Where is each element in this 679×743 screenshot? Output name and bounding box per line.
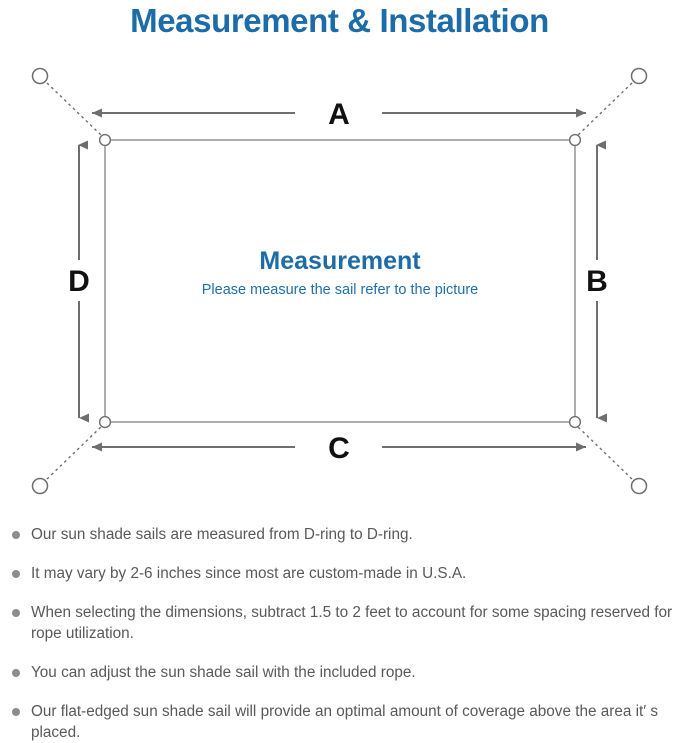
rope-line-bottom-right xyxy=(576,425,633,480)
note-text: Our sun shade sails are measured from D-… xyxy=(31,526,413,543)
anchor-point-bottom-right xyxy=(630,477,648,495)
dimension-line-b: B xyxy=(586,140,608,423)
note-text: It may vary by 2-6 inches since most are… xyxy=(31,565,467,582)
diagram-center-subtitle: Please measure the sail refer to the pic… xyxy=(202,282,478,298)
rope-lines xyxy=(46,82,633,480)
list-item: Our sun shade sails are measured from D-… xyxy=(0,524,679,545)
diagram-center-title: Measurement xyxy=(259,247,421,275)
note-text: When selecting the dimensions, subtract … xyxy=(31,604,673,642)
rope-line-bottom-left xyxy=(46,425,103,480)
anchor-point-bottom-left xyxy=(31,477,49,495)
list-item: It may vary by 2-6 inches since most are… xyxy=(0,563,679,584)
dimension-line-a: A xyxy=(92,98,586,131)
bullet-icon xyxy=(12,531,20,539)
list-item: When selecting the dimensions, subtract … xyxy=(0,602,679,644)
note-text: You can adjust the sun shade sail with t… xyxy=(31,664,416,681)
rope-line-top-left xyxy=(46,82,103,137)
d-ring-bottom-right xyxy=(568,415,582,429)
bullet-icon xyxy=(12,669,20,677)
page-title: Measurement & Installation xyxy=(130,2,549,39)
bullet-icon xyxy=(12,570,20,578)
sail-rectangle xyxy=(104,139,576,423)
dimension-label-b: B xyxy=(586,265,608,298)
anchor-point-top-right xyxy=(630,67,648,85)
measurement-diagram: A C D B Measurement Please measure the s… xyxy=(0,48,679,516)
dimension-label-d: D xyxy=(68,265,90,298)
note-text: Our flat-edged sun shade sail will provi… xyxy=(31,703,659,741)
dimension-line-d: D xyxy=(68,140,90,423)
d-ring-top-left xyxy=(98,133,112,147)
dimension-line-c: C xyxy=(92,432,586,465)
anchor-points xyxy=(31,67,648,495)
anchor-point-top-left xyxy=(31,67,49,85)
bullet-icon xyxy=(12,609,20,617)
d-ring-bottom-left xyxy=(98,415,112,429)
list-item: You can adjust the sun shade sail with t… xyxy=(0,662,679,683)
bullet-icon xyxy=(12,708,20,716)
rope-line-top-right xyxy=(576,82,633,137)
d-rings xyxy=(98,133,582,429)
d-ring-top-right xyxy=(568,133,582,147)
list-item: Our flat-edged sun shade sail will provi… xyxy=(0,701,679,743)
dimension-label-a: A xyxy=(328,98,350,131)
dimension-label-c: C xyxy=(328,432,350,465)
notes-list: Our sun shade sails are measured from D-… xyxy=(0,524,679,743)
